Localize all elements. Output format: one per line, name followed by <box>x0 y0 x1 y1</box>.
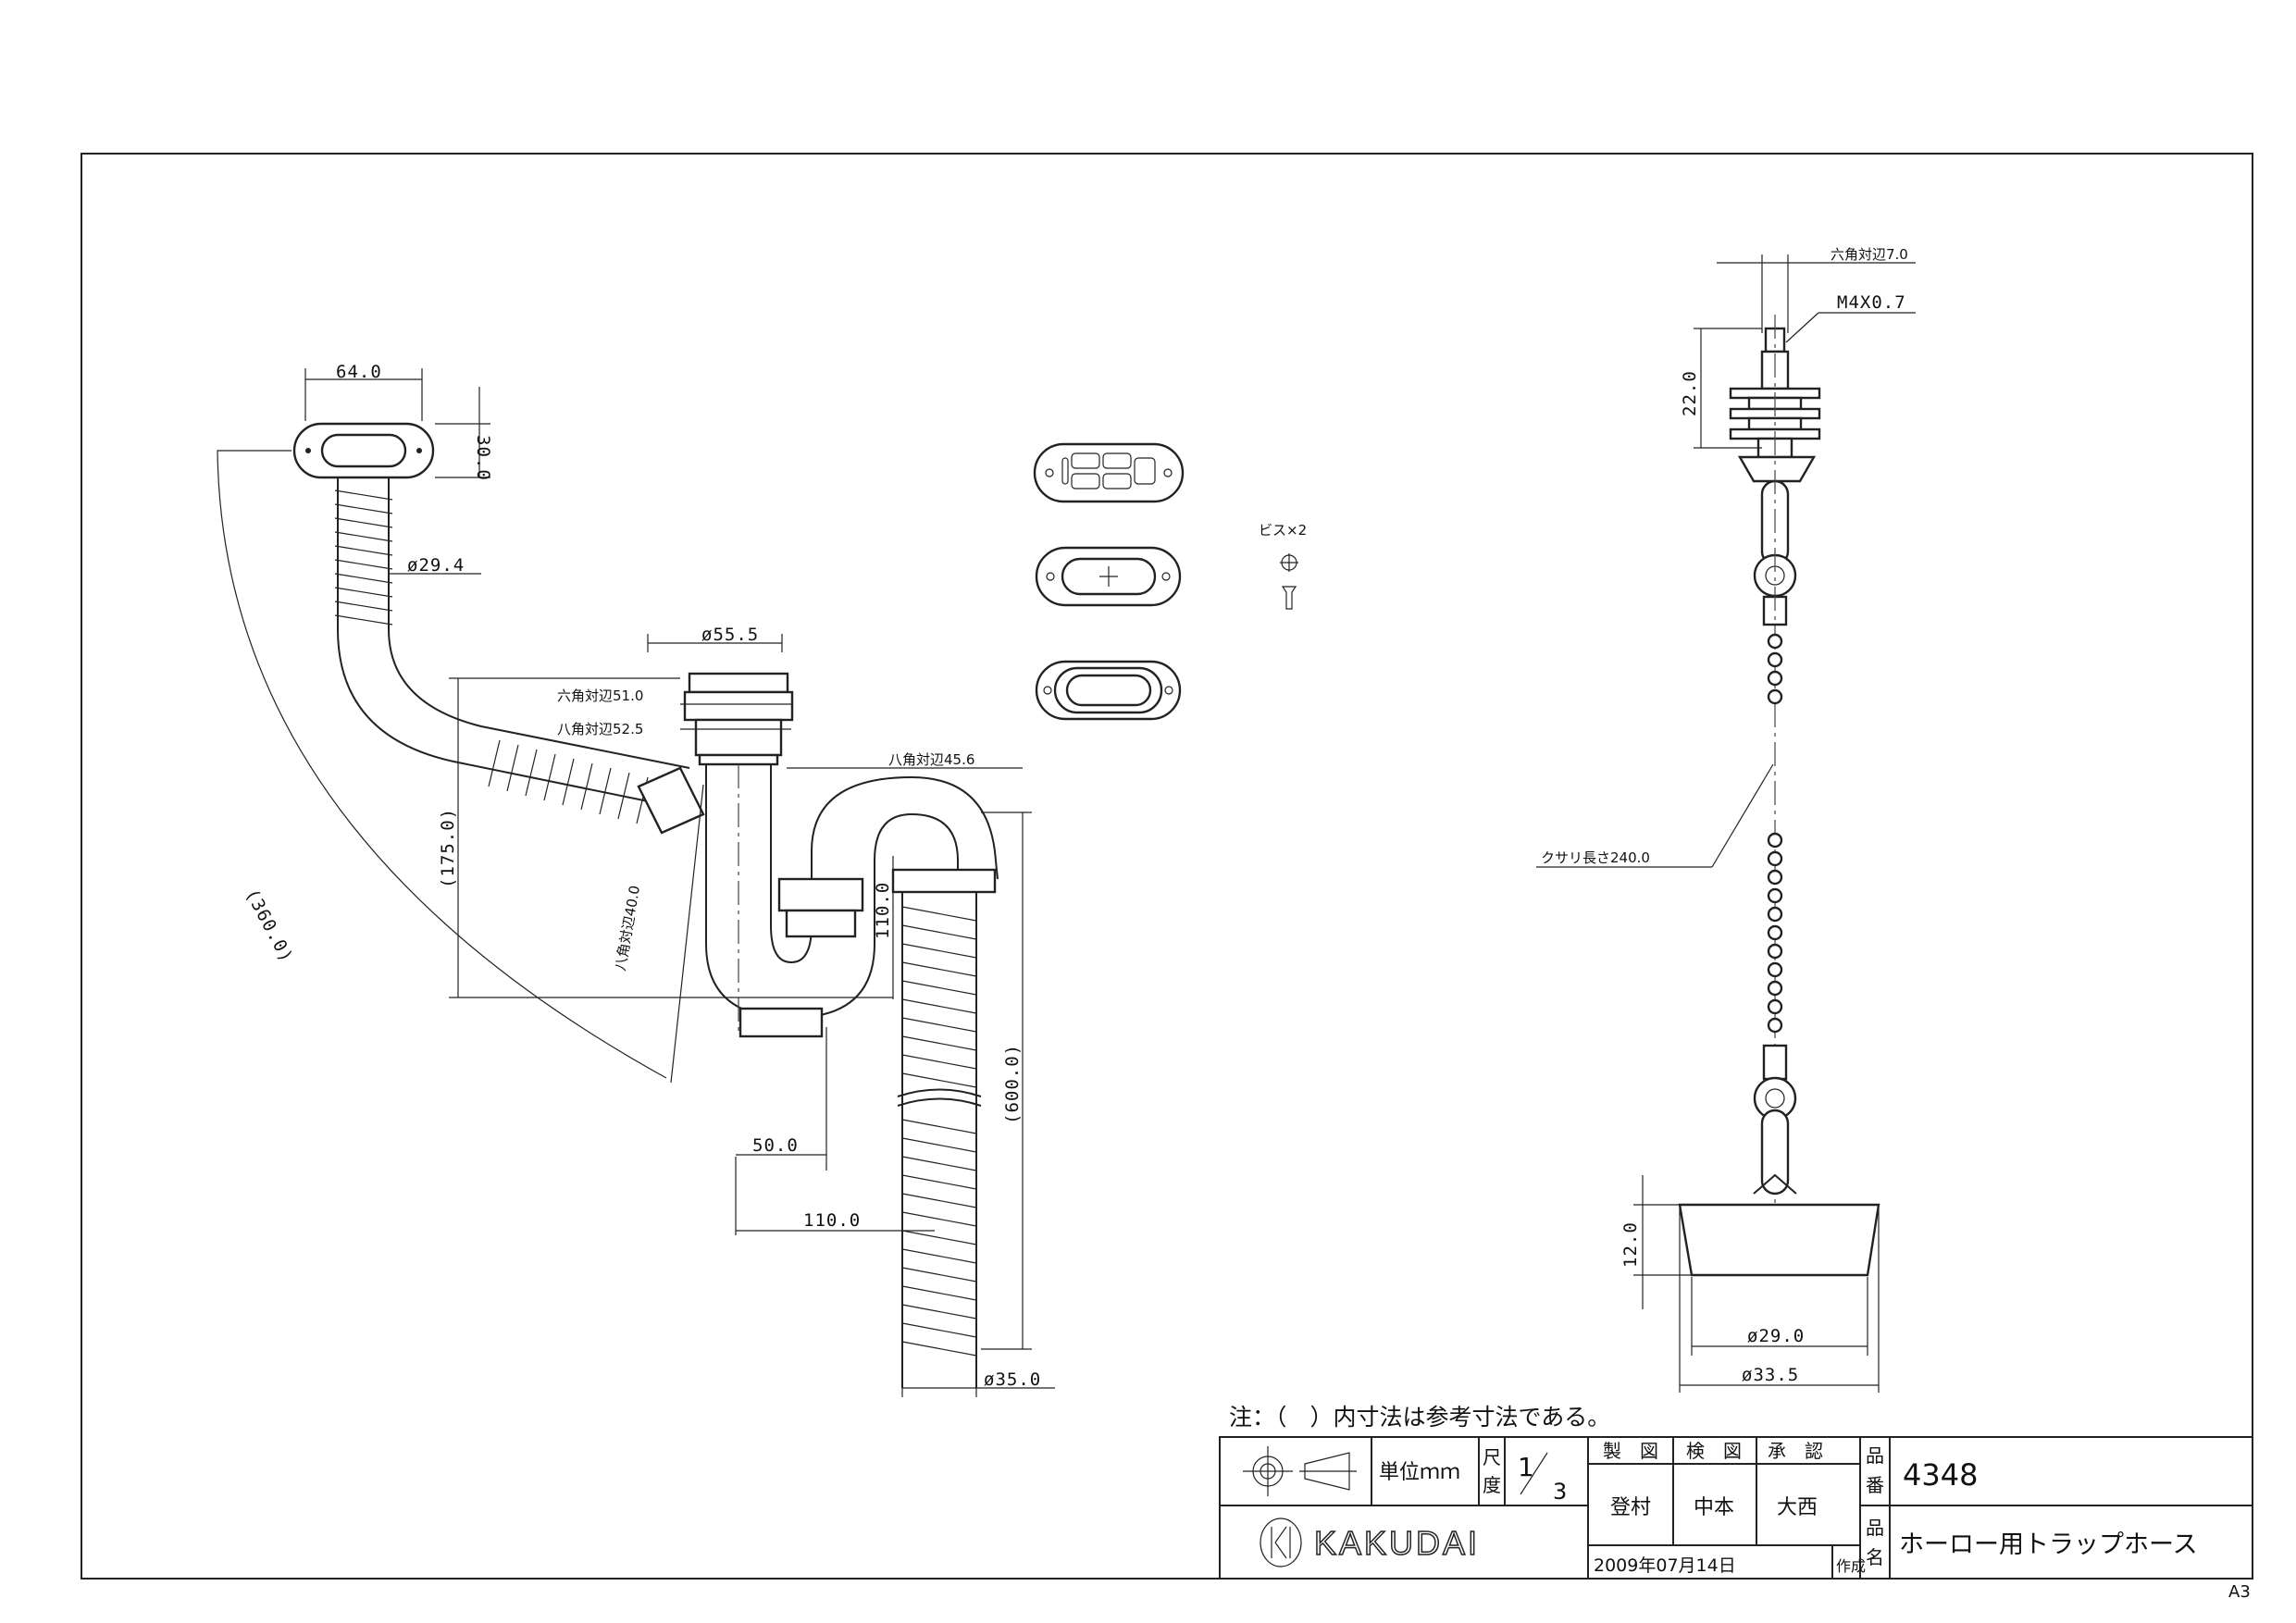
projection-symbol-icon <box>1243 1446 1357 1496</box>
dim-oct-45-6: 八角対辺45.6 <box>888 751 974 768</box>
dimension-lines-right <box>1536 254 1916 1393</box>
creation-date: 2009年07月14日 <box>1594 1555 1736 1576</box>
dim-110: 110.0 <box>803 1210 861 1231</box>
dim-hex-51: 六角対辺51.0 <box>557 688 643 704</box>
scale-label-bottom: 度 <box>1483 1474 1501 1496</box>
dim-30: 30.0 <box>473 435 493 481</box>
dim-12: 12.0 <box>1620 1221 1641 1268</box>
overflow-hose <box>334 477 705 835</box>
dimension-lines-left <box>217 368 1055 1397</box>
screws-label: ビス×2 <box>1259 522 1307 539</box>
part-number: 4348 <box>1903 1457 1978 1493</box>
dim-chain-length: クサリ長さ240.0 <box>1541 849 1650 866</box>
dim-hex-7: 六角対辺7.0 <box>1831 246 1908 263</box>
sheet-size: A3 <box>2228 1582 2251 1602</box>
product-name: ホーロー用トラップホース <box>1899 1530 2198 1559</box>
created-label: 作成 <box>1836 1557 1866 1575</box>
ball-chain <box>1753 633 1797 1196</box>
screw-icon <box>1280 553 1298 610</box>
dim-29-0: ø29.0 <box>1747 1326 1805 1346</box>
title-block <box>1219 1436 2253 1580</box>
sheet-border <box>81 153 2253 1580</box>
dim-oct-52-5: 八角対辺52.5 <box>557 721 643 737</box>
overflow-gasket <box>1035 660 1182 721</box>
dim-29-4: ø29.4 <box>407 555 465 576</box>
dim-600: (600.0) <box>1002 1044 1023 1124</box>
rubber-stopper <box>1678 1173 1880 1277</box>
dim-m4-thread: M4X0.7 <box>1837 292 1906 313</box>
dim-50: 50.0 <box>752 1135 799 1156</box>
scale-denominator: 3 <box>1553 1479 1567 1505</box>
checked-by: 中本 <box>1694 1496 1734 1519</box>
overflow-plate-open <box>1035 546 1182 607</box>
drawn-by: 登村 <box>1610 1496 1651 1519</box>
name-label-top: 品 <box>1866 1517 1884 1539</box>
header-approved: 承 認 <box>1768 1440 1823 1462</box>
reference-note: 注：（ ）内寸法は参考寸法である。 <box>1229 1404 1610 1431</box>
part-no-label-top: 品 <box>1866 1444 1884 1467</box>
dim-110-vertical: 110.0 <box>873 882 893 939</box>
dim-175: (175.0) <box>438 808 458 888</box>
name-label-bottom: 名 <box>1866 1546 1884 1568</box>
overflow-plate-top <box>292 422 435 479</box>
drain-hose <box>891 868 997 1388</box>
approved-by: 大西 <box>1777 1496 1818 1519</box>
part-no-label-bottom: 番 <box>1866 1474 1884 1496</box>
scale-numerator: 1 <box>1518 1452 1534 1482</box>
header-checked: 検 図 <box>1686 1440 1742 1462</box>
dim-35: ø35.0 <box>984 1369 1041 1390</box>
overflow-plate-grille <box>1033 442 1185 503</box>
unit-label: 単位ｍｍ <box>1379 1461 1460 1484</box>
brand-name: KAKUDAI <box>1314 1524 1480 1562</box>
kakudai-logo: KAKUDAI <box>1260 1518 1480 1567</box>
scale-label-top: 尺 <box>1483 1446 1501 1468</box>
dim-64: 64.0 <box>336 362 382 382</box>
dim-33-5: ø33.5 <box>1742 1365 1799 1385</box>
dim-360: (360.0) <box>242 886 297 966</box>
dim-55-5: ø55.5 <box>701 625 759 645</box>
header-drawn: 製 図 <box>1603 1440 1658 1462</box>
trap-body <box>683 672 999 1038</box>
dim-oct-40: 八角対辺40.0 <box>612 885 643 973</box>
dim-22: 22.0 <box>1680 370 1700 416</box>
